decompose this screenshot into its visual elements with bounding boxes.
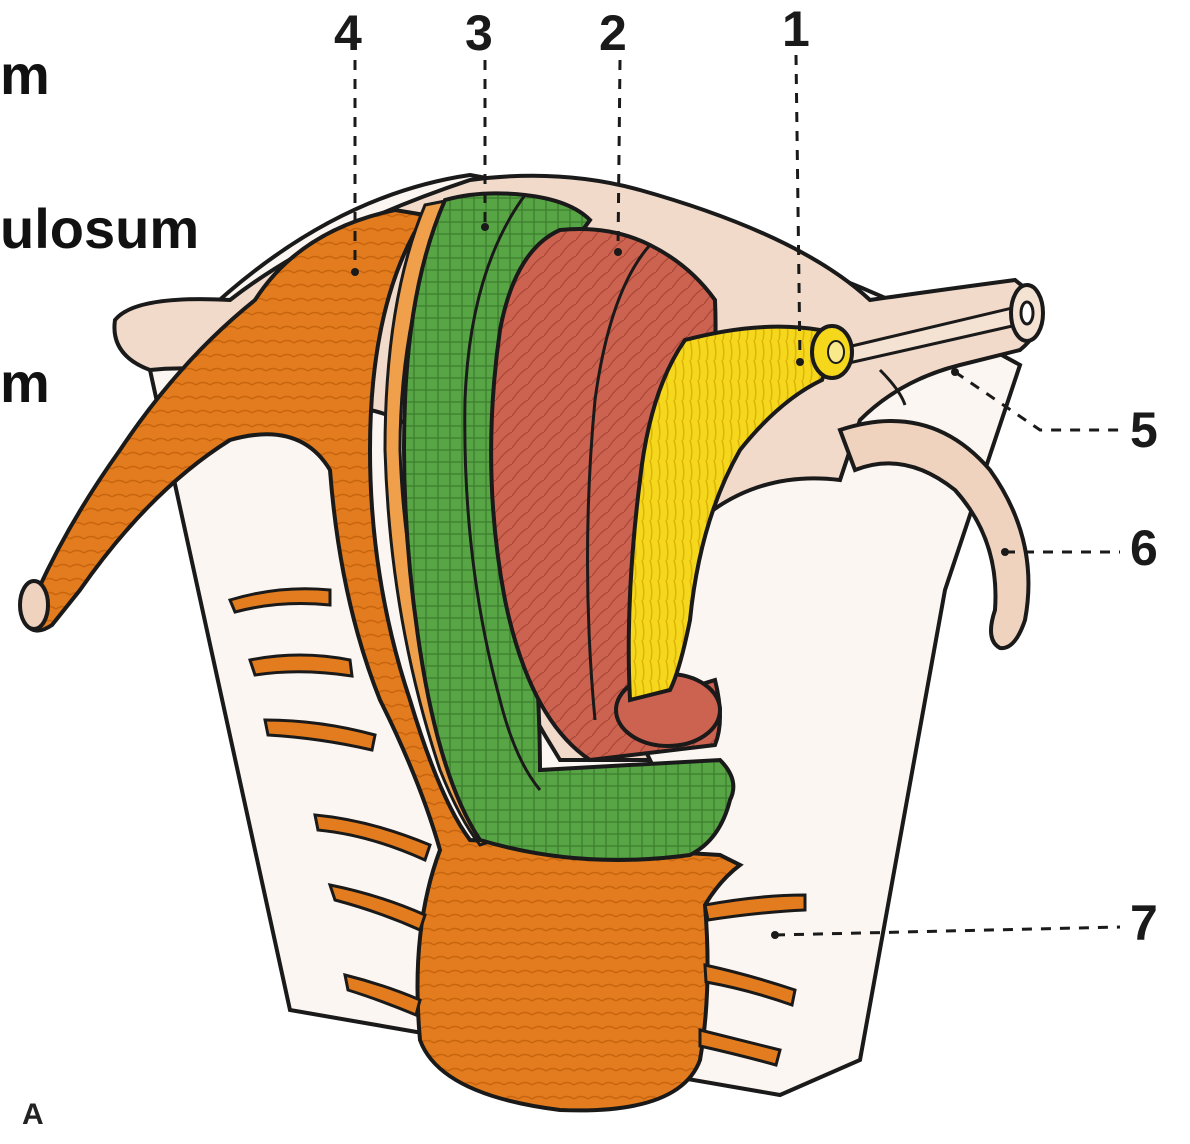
yellow-stalk-center [828, 341, 844, 363]
side-label-3: m [0, 350, 50, 415]
callout-6: 6 [1130, 523, 1158, 573]
right-ring-hole [1021, 302, 1033, 324]
callout-3: 3 [465, 8, 493, 58]
callout-7: 7 [1130, 898, 1158, 948]
callout-2: 2 [599, 8, 627, 58]
leader-2 [618, 60, 620, 250]
left-tube-end [20, 581, 48, 629]
callout-5: 5 [1130, 405, 1158, 455]
callout-4: 4 [334, 8, 362, 58]
callout-1: 1 [782, 4, 810, 54]
side-label-2: ulosum [0, 196, 199, 261]
side-label-1: m [0, 42, 50, 107]
panel-letter: A [22, 1098, 44, 1132]
